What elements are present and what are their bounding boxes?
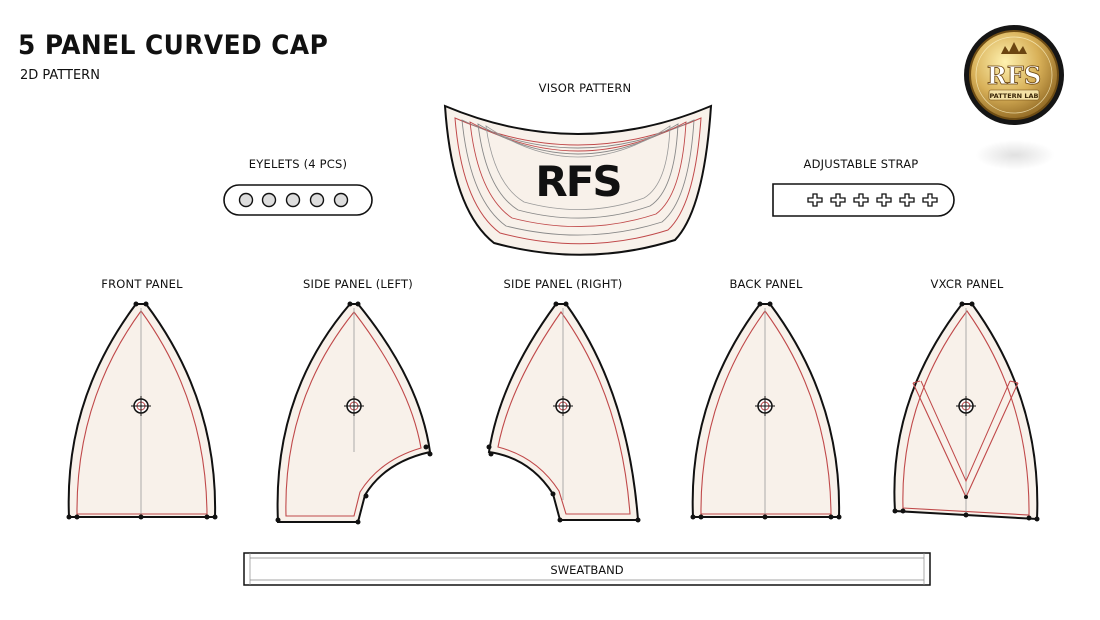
side-panel-right-shape (486, 301, 641, 523)
side-panel-right-label: SIDE PANEL (RIGHT) (503, 277, 623, 291)
vxcr-panel-shape (892, 301, 1040, 522)
strap-snap-icon (807, 193, 938, 207)
side-panel-left-label: SIDE PANEL (LEFT) (303, 277, 413, 291)
adjustable-strap (772, 183, 955, 217)
strap-label: ADJUSTABLE STRAP (803, 157, 919, 171)
logo-shadow (975, 140, 1055, 170)
front-panel-shape (66, 301, 218, 520)
back-panel-shape (690, 301, 842, 520)
front-panel-label: FRONT PANEL (101, 277, 183, 291)
sweatband-label: SWEATBAND (550, 563, 623, 577)
page-title: 5 PANEL CURVED CAP (18, 30, 329, 61)
vxcr-panel-label: VXCR PANEL (930, 277, 1004, 291)
logo-sub-text: PATTERN LAB (990, 92, 1039, 100)
visor-pattern: RFS (443, 104, 713, 256)
crown-icon (1001, 42, 1027, 54)
side-panel-left-shape (275, 301, 433, 525)
visor-brand-logo: RFS (535, 157, 620, 206)
eyelets-strip (223, 184, 373, 216)
logo-main-text: RFS (987, 61, 1041, 90)
page-subtitle: 2D PATTERN (20, 68, 100, 83)
visor-label: VISOR PATTERN (538, 81, 632, 95)
eyelets-label: EYELETS (4 PCS) (248, 157, 348, 171)
sweatband-strip: SWEATBAND (243, 552, 931, 586)
brand-logo-badge: RFS PATTERN LAB (964, 25, 1064, 125)
back-panel-label: BACK PANEL (729, 277, 803, 291)
eyelet-hole (238, 192, 349, 208)
